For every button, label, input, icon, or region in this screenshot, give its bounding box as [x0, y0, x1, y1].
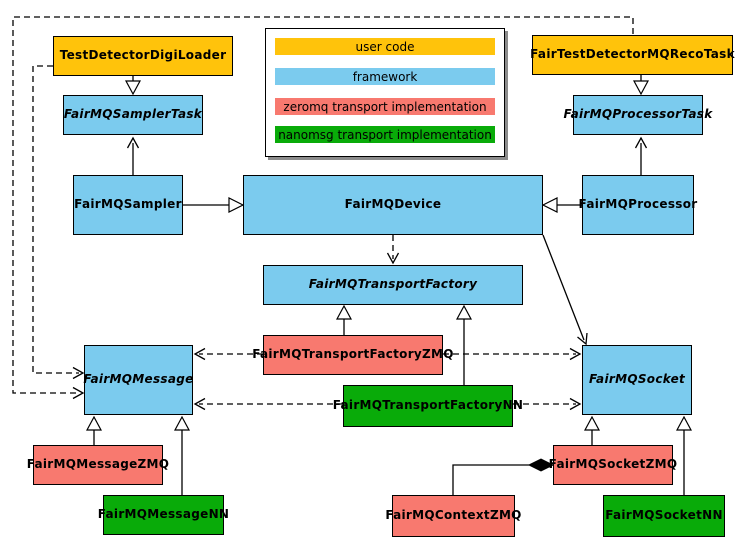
edge-sampler-samplertask-association: [126, 136, 140, 175]
class-box-fairmqprocessor: FairMQProcessor: [579, 175, 697, 235]
legend-item-nanomsg: nanomsg transport implementation: [275, 126, 495, 143]
class-box-fairmqtransportfactoryzmq: FairMQTransportFactoryZMQ: [252, 335, 453, 375]
edge-socketnn-socket-inheritance: [675, 415, 693, 495]
legend: user code framework zeromq transport imp…: [265, 28, 505, 157]
edge-factoryzmq-factory-inheritance: [335, 304, 353, 335]
edge-socketzmq-socket-inheritance: [583, 415, 601, 445]
class-box-fairmqtransportfactorynn: FairMQTransportFactoryNN: [333, 385, 523, 427]
class-box-fairmqmessagezmq: FairMQMessageZMQ: [27, 445, 169, 485]
edge-digiloader-samplertask-inheritance: [124, 76, 142, 96]
class-box-testdetectordigiloader: TestDetectorDigiLoader: [53, 36, 233, 76]
edge-factorynn-socket-dependency: [513, 397, 582, 411]
class-box-fairmqmessagenn: FairMQMessageNN: [98, 495, 229, 535]
edge-recotask-message-dependency: [12, 16, 634, 400]
edge-messagezmq-message-inheritance: [85, 415, 103, 445]
edge-factorynn-factory-inheritance: [455, 304, 473, 385]
legend-item-zeromq: zeromq transport implementation: [275, 98, 495, 115]
class-box-fairmqtransportfactory: FairMQTransportFactory: [263, 265, 523, 305]
edge-factoryzmq-message-dependency: [193, 347, 263, 361]
edge-digiloader-message-dependency: [32, 65, 85, 380]
class-box-fairtestdetectormqrecotask: FairTestDetectorMQRecoTask: [530, 35, 735, 75]
class-box-fairmqmessage: FairMQMessage: [83, 345, 193, 415]
legend-item-user-code: user code: [275, 38, 495, 55]
class-box-fairmqdevice: FairMQDevice: [243, 175, 543, 235]
class-box-fairmqsamplertask: FairMQSamplerTask: [63, 95, 203, 135]
class-box-fairmqsocket: FairMQSocket: [582, 345, 692, 415]
class-box-fairmqsampler: FairMQSampler: [73, 175, 183, 235]
edge-processor-device-inheritance: [541, 197, 582, 213]
edge-processor-processortask-association: [634, 136, 648, 175]
edge-recotask-processortask-inheritance: [632, 75, 650, 96]
class-box-fairmqsocketzmq: FairMQSocketZMQ: [549, 445, 677, 485]
edge-factorynn-message-dependency: [193, 397, 343, 411]
edge-factoryzmq-socket-dependency: [443, 347, 582, 361]
edge-messagenn-message-inheritance: [173, 415, 191, 495]
edge-device-socket-association: [542, 234, 588, 346]
edge-sampler-device-inheritance: [183, 197, 245, 213]
edge-device-transportfactory-dependency: [386, 235, 400, 265]
class-box-fairmqsocketnn: FairMQSocketNN: [603, 495, 725, 537]
edge-contextzmq-socketzmq-composition: [452, 458, 555, 495]
class-box-fairmqprocessortask: FairMQProcessorTask: [563, 95, 712, 135]
legend-item-framework: framework: [275, 68, 495, 85]
class-box-fairmqcontextzmq: FairMQContextZMQ: [385, 495, 521, 537]
